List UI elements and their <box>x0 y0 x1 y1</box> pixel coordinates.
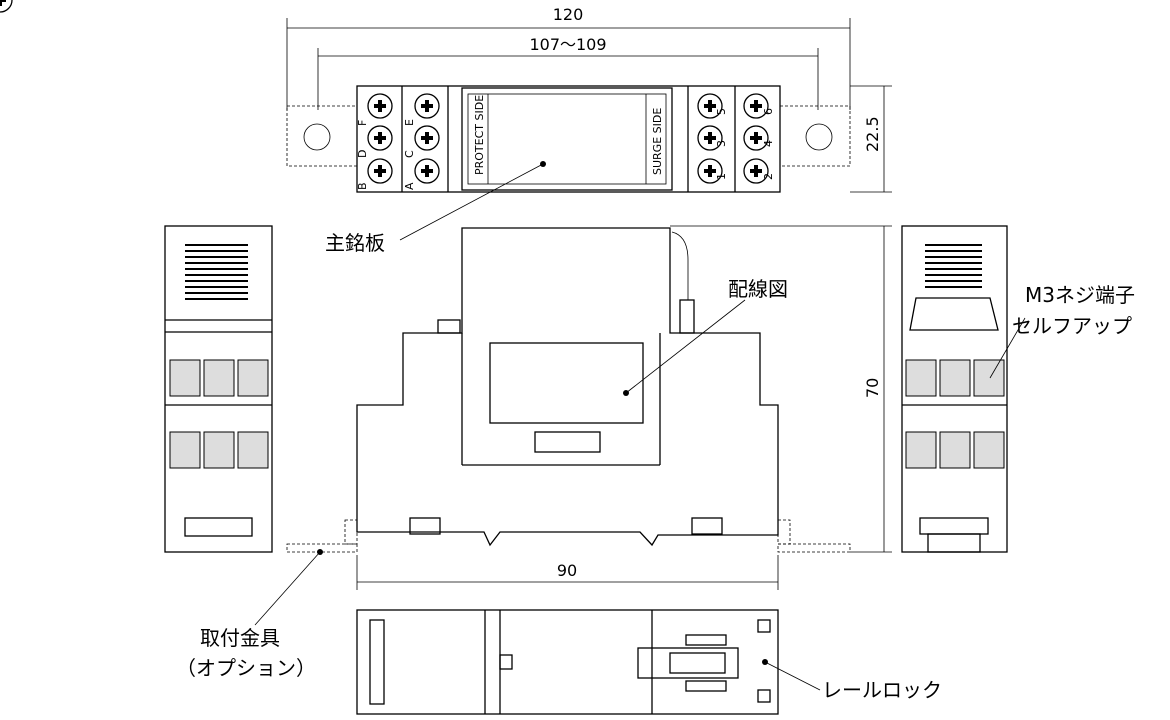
terminal-a: A <box>403 182 416 190</box>
terminal-callout-line2: セルフアップ <box>1012 314 1132 338</box>
bracket-callout-line1: 取付金具 <box>200 626 280 650</box>
dim-overall-width: 120 <box>286 5 851 110</box>
terminal-d: D <box>356 150 369 158</box>
nameplate-callout: 主銘板 <box>325 231 385 255</box>
terminal-e: E <box>403 119 416 126</box>
dim-120: 120 <box>553 5 584 24</box>
top-view: PROTECT SIDE SURGE SIDE F E D C B A 5 6 … <box>0 0 851 193</box>
terminal-5: 5 <box>715 108 728 115</box>
terminal-1: 1 <box>715 173 728 180</box>
dim-90: 90 <box>557 561 577 580</box>
bracket-callout-line2: （オプション） <box>176 656 316 680</box>
terminal-c: C <box>403 150 416 158</box>
wiring-diagram-callout: 配線図 <box>728 277 788 301</box>
terminal-b: B <box>356 182 369 190</box>
dim-70: 70 <box>863 378 882 398</box>
dim-107-109: 107〜109 <box>529 35 606 54</box>
terminal-4: 4 <box>762 140 775 147</box>
terminal-callout-line1: M3ネジ端子 <box>1025 283 1135 307</box>
terminal-3: 3 <box>715 140 728 147</box>
dim-22-5: 22.5 <box>863 116 882 152</box>
rail-lock-callout: レールロック <box>822 678 942 702</box>
front-view <box>286 227 851 555</box>
terminal-f: F <box>356 120 369 126</box>
bottom-view <box>356 609 779 715</box>
dim-mounting-pitch: 107〜109 <box>317 35 819 110</box>
terminal-2: 2 <box>762 173 775 180</box>
surge-side-label: SURGE SIDE <box>651 108 664 175</box>
right-side-view <box>901 225 1008 553</box>
left-side-view <box>164 225 273 553</box>
terminal-6: 6 <box>762 108 775 115</box>
protect-side-label: PROTECT SIDE <box>473 95 486 175</box>
